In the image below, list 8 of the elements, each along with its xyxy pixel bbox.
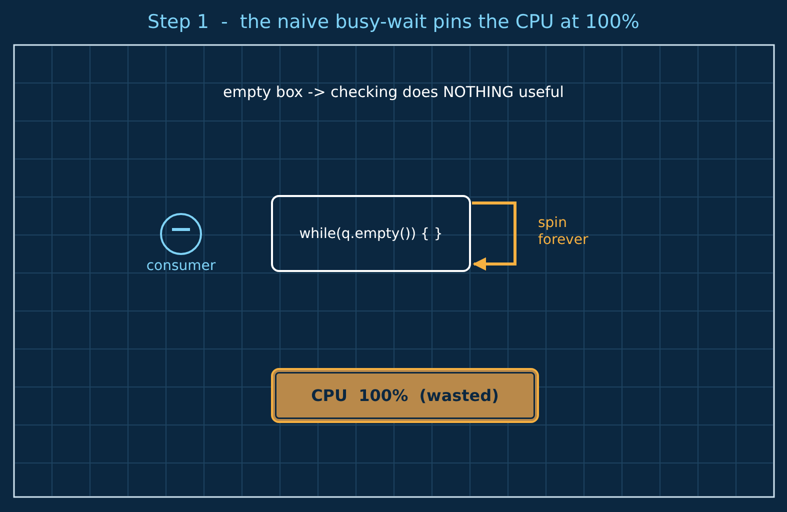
- edge-label: spin forever: [538, 215, 590, 249]
- note-text: empty box -> checking does NOTHING useful: [222, 83, 565, 101]
- node-caption: consumer: [145, 258, 217, 274]
- consumer-icon: [160, 213, 202, 255]
- title: Step 1 - the naive busy-wait pins the CPU at 100%: [146, 11, 640, 33]
- process-box: while(q.empty()) { }: [271, 195, 471, 272]
- loop-arrow: [472, 202, 516, 271]
- status-bar: CPU 100% (wasted): [271, 368, 539, 423]
